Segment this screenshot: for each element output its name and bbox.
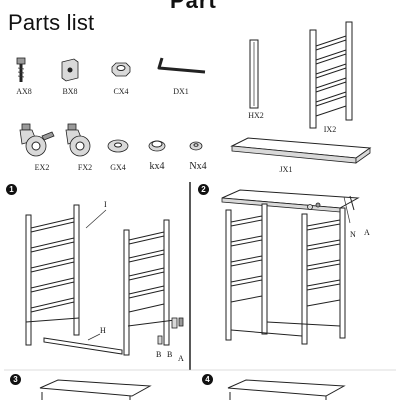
header-cut-text: Part [170,0,217,13]
step-1-drawing [25,204,184,356]
washer-icon [107,139,129,153]
part-label-g: GX4 [110,163,126,172]
hex-nut-icon [111,62,131,77]
locking-caster-icon [19,123,55,157]
step-3-number: 3 [10,374,21,385]
part-label-k: kx4 [149,161,165,172]
top-board-icon [230,137,372,164]
step-1-callout-a: A [178,354,184,363]
small-washer-icon [189,141,203,151]
crossbar-icon [249,39,259,109]
part-label-i: IX2 [323,125,337,134]
step-1-callout-b1: B [156,350,162,359]
part-label-c: CX4 [113,87,129,96]
bolt-icon [16,57,26,82]
bracket-plate-icon [61,58,79,82]
step-3-drawing [39,379,152,400]
step-1-callout-b2: B [167,350,173,359]
caster-icon [65,123,91,157]
step-1-callout-i: I [104,200,107,209]
step-2-callout-a: A [364,228,370,237]
side-frame-icon [309,21,353,129]
step-2-number: 2 [198,184,209,195]
step-2-callout-n: N [350,230,356,239]
part-label-h: HX2 [248,111,264,120]
page-title: Parts list [8,10,95,35]
part-label-j: JX1 [279,165,293,174]
part-label-b: BX8 [62,87,78,96]
part-label-d: DX1 [173,87,189,96]
part-label-f: FX2 [77,163,93,172]
allen-key-icon [157,57,206,74]
step-4-number: 4 [202,374,213,385]
step-1-callout-h: H [100,326,106,335]
step-2-drawing [221,189,360,345]
part-label-e: EX2 [34,163,50,172]
step-4-drawing [227,379,346,400]
part-label-a: AX8 [16,87,32,96]
round-cap-icon [148,140,166,152]
step-1-number: 1 [6,184,17,195]
part-label-n: Nx4 [189,161,207,172]
